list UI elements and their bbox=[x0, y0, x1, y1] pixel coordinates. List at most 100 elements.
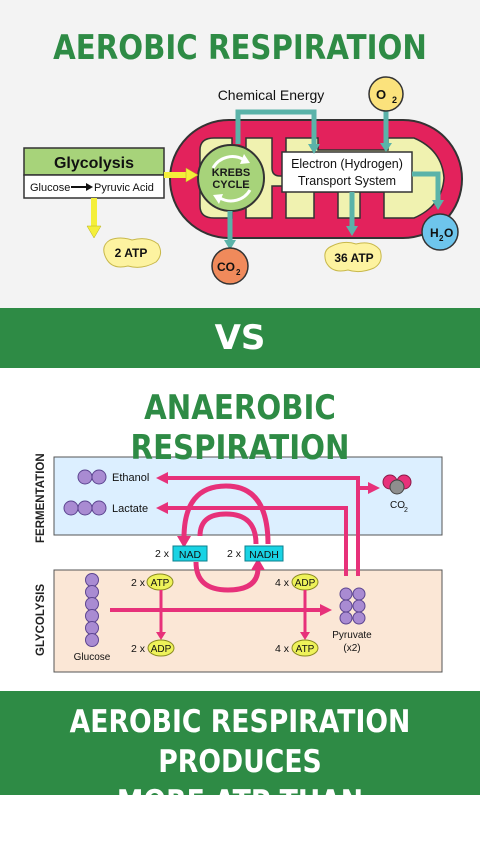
atp-out-multiplier: 4 x bbox=[275, 643, 290, 655]
co2-sub: 2 bbox=[404, 507, 408, 514]
arrow-ets-to-h2o bbox=[412, 171, 441, 202]
glycolysis-glucose: Glucose bbox=[30, 182, 70, 194]
glucose-atom-1 bbox=[85, 573, 99, 587]
glycolysis-arrowhead bbox=[86, 183, 93, 191]
arrowhead-yellow-down bbox=[86, 225, 102, 239]
nadh-label: NADH bbox=[249, 549, 279, 561]
adp-out-multiplier: 2 x bbox=[131, 643, 146, 655]
h2o-circle bbox=[421, 213, 459, 251]
arrow-krebs-to-ets bbox=[235, 109, 317, 146]
arrowhead-yellow-right bbox=[185, 167, 199, 183]
pyruvate-atom-5 bbox=[339, 611, 353, 625]
ets-label-2: Transport System bbox=[298, 174, 396, 188]
krebs-arrowhead-2 bbox=[213, 194, 223, 204]
ethanol-atom-1 bbox=[77, 469, 93, 485]
h2o-o: O bbox=[444, 226, 453, 240]
anaerobic-section: FERMENTATION GLYCOLYSIS Ethanol Lactate … bbox=[0, 368, 480, 691]
arrowhead-co2 bbox=[224, 240, 236, 250]
glycolysis-side-label: GLYCOLYSIS bbox=[35, 584, 47, 656]
nad-box bbox=[172, 545, 208, 562]
atp-ets-label: 36 ATP bbox=[334, 251, 373, 265]
glycolysis-pyruvic: Pyruvic Acid bbox=[94, 182, 154, 194]
co2-label: CO bbox=[217, 260, 235, 274]
arrowhead-co2 bbox=[368, 482, 380, 494]
arrowhead-adp-out bbox=[156, 632, 166, 640]
anaerobic-diagram: FERMENTATION GLYCOLYSIS Ethanol Lactate … bbox=[35, 453, 443, 673]
nadh-box bbox=[244, 545, 284, 562]
glycolysis-title: Glycolysis bbox=[54, 155, 134, 172]
arrowhead-ethanol bbox=[156, 472, 168, 484]
glucose-atom-2 bbox=[85, 585, 99, 599]
nadh-multiplier: 2 x bbox=[227, 548, 242, 560]
krebs-label-1: KREBS bbox=[212, 167, 251, 179]
glucose-atom-3 bbox=[85, 597, 99, 611]
arrowhead-nadh-lower bbox=[251, 558, 265, 570]
adp-out-label: ADP bbox=[151, 644, 172, 655]
glucose-label: Glucose bbox=[74, 652, 111, 663]
adp-in-label: ADP bbox=[295, 578, 316, 589]
krebs-cycle-arrow-2 bbox=[219, 189, 252, 203]
arrow-pyruvate-to-ethanol bbox=[166, 476, 360, 576]
lactate-label: Lactate bbox=[112, 503, 148, 515]
arrow-nad-to-nadh-lower bbox=[193, 561, 261, 593]
adp-in-multiplier: 4 x bbox=[275, 577, 290, 589]
glucose-atom-4 bbox=[85, 609, 99, 623]
arrow-inner-loop bbox=[197, 511, 259, 545]
aerobic-diagram: KREBS CYCLE Electron (Hydrogen) Transpor… bbox=[23, 76, 463, 285]
conclusion-line-1: AEROBIC RESPIRATION PRODUCES bbox=[69, 704, 411, 780]
aerobic-section: AEROBIC RESPIRATION KREBS CYCLE Electron… bbox=[0, 0, 480, 308]
atp-out-pill bbox=[291, 639, 319, 657]
atp-glycolysis-label: 2 ATP bbox=[115, 246, 148, 260]
o2-sub: 2 bbox=[392, 95, 397, 105]
aerobic-title: AEROBIC RESPIRATION bbox=[53, 28, 427, 68]
pyruvate-count: (x2) bbox=[343, 643, 360, 654]
arrowhead-nad-upper bbox=[177, 536, 191, 548]
atp-blob-36 bbox=[324, 241, 382, 273]
vs-band: VS bbox=[0, 308, 480, 368]
atp-in-label: ATP bbox=[151, 578, 170, 589]
krebs-arrowhead-1 bbox=[240, 154, 250, 164]
pyruvate-atom-6 bbox=[352, 611, 366, 625]
h2o-h: H bbox=[430, 226, 439, 240]
arrowhead-pyruvate bbox=[320, 604, 332, 616]
arrowhead-o2 bbox=[380, 143, 392, 152]
pyruvate-label: Pyruvate bbox=[332, 630, 372, 641]
atp-blob-2 bbox=[103, 237, 162, 268]
o2-circle bbox=[368, 76, 404, 112]
fermentation-side-label: FERMENTATION bbox=[35, 453, 47, 543]
arrowhead-36atp bbox=[346, 226, 358, 236]
glucose-atom-6 bbox=[85, 633, 99, 647]
lactate-atom-2 bbox=[77, 500, 93, 516]
anaerobic-title: ANAEROBIC RESPIRATION bbox=[130, 388, 350, 468]
arrow-pyruvate-to-lactate bbox=[166, 506, 348, 576]
arrow-nadh-to-nad-upper bbox=[181, 483, 271, 545]
pyruvate-atom-3 bbox=[339, 599, 353, 613]
krebs-label-2: CYCLE bbox=[212, 179, 249, 191]
glycolysis-header bbox=[23, 147, 165, 176]
chemical-energy-label: Chemical Energy bbox=[218, 87, 325, 103]
lactate-atom-3 bbox=[91, 500, 107, 516]
lactate-atom-1 bbox=[63, 500, 79, 516]
arrowhead-lactate bbox=[156, 502, 168, 514]
ets-label-1: Electron (Hydrogen) bbox=[291, 157, 403, 171]
krebs-cycle-arrows bbox=[211, 155, 245, 169]
co2-sub: 2 bbox=[236, 268, 241, 277]
h2o-sub: 2 bbox=[439, 234, 444, 243]
pyruvate-atom-1 bbox=[339, 587, 353, 601]
conclusion-band: AEROBIC RESPIRATION PRODUCES MORE ATP TH… bbox=[0, 691, 480, 860]
pyruvate-atom-4 bbox=[352, 599, 366, 613]
nad-multiplier: 2 x bbox=[155, 548, 170, 560]
nad-label: NAD bbox=[179, 549, 202, 561]
atp-out-label: ATP bbox=[296, 644, 315, 655]
arrowhead-ets-top bbox=[308, 144, 320, 154]
ethanol-label: Ethanol bbox=[112, 472, 149, 484]
arrowhead-atp-out bbox=[300, 632, 310, 640]
atp-in-multiplier: 2 x bbox=[131, 577, 146, 589]
co2-label: CO bbox=[390, 500, 405, 511]
ets-box bbox=[281, 151, 413, 193]
glucose-atom-5 bbox=[85, 621, 99, 635]
adp-out-pill bbox=[147, 639, 175, 657]
infographic: AEROBIC RESPIRATION KREBS CYCLE Electron… bbox=[0, 0, 480, 795]
pyruvate-atom-2 bbox=[352, 587, 366, 601]
conclusion-line-2: MORE ATP THAN ANAEROBIC bbox=[116, 784, 364, 860]
